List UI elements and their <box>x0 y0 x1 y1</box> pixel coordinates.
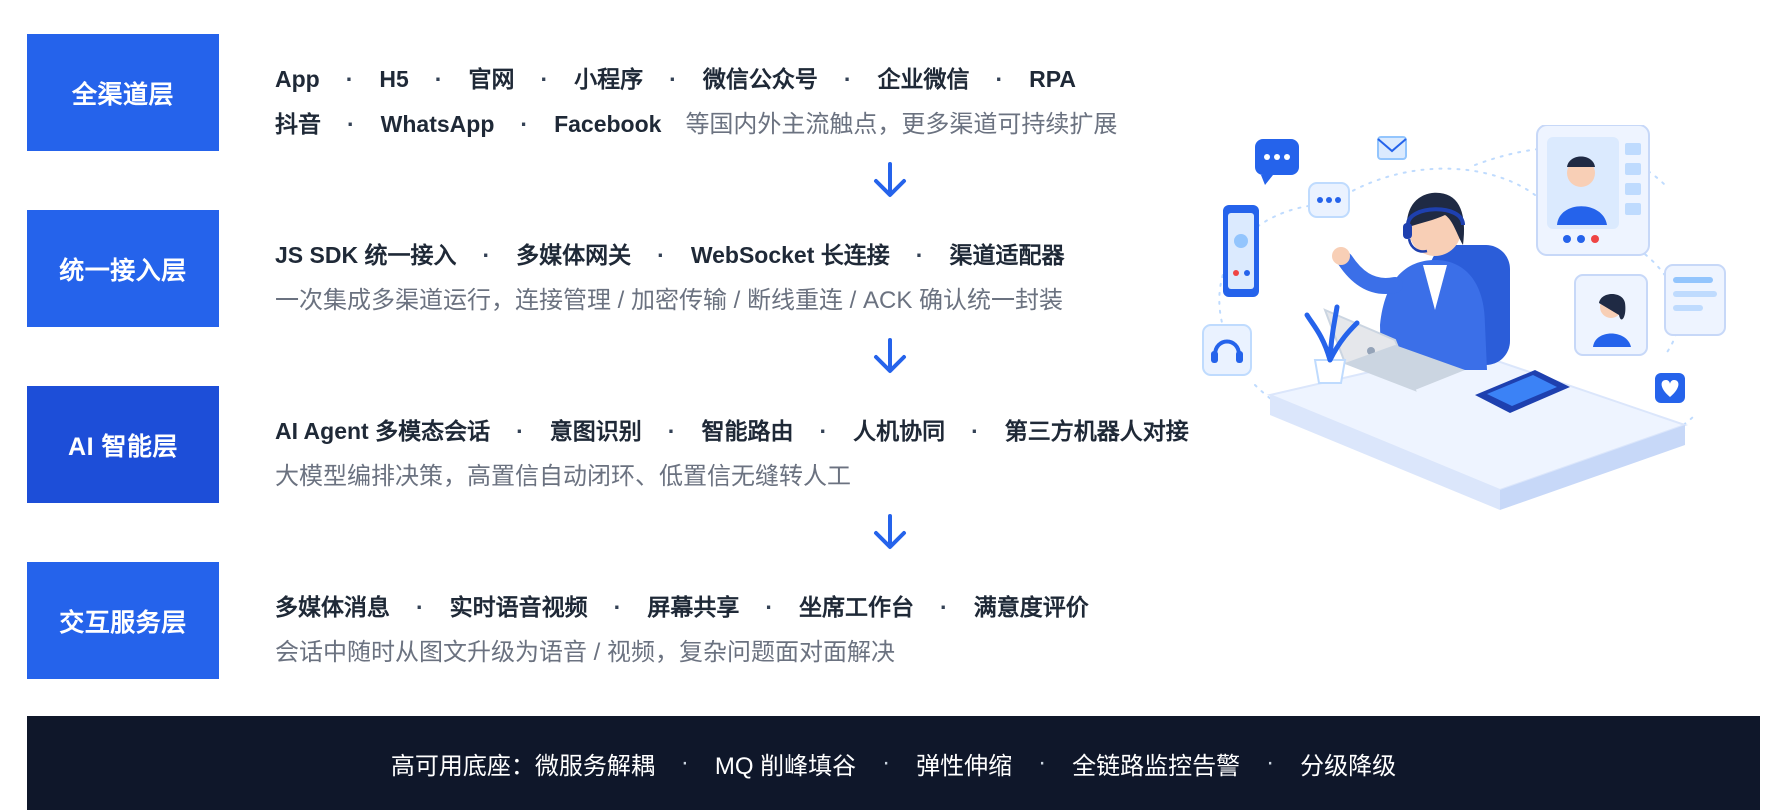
separator-dot: · <box>995 66 1004 92</box>
separator-dot: · <box>971 418 979 444</box>
channel-item: App <box>275 66 320 92</box>
separator-dot: · <box>1038 749 1047 776</box>
feature-item: AI Agent 多模态会话 <box>275 418 491 444</box>
layer-label: AI 智能层 <box>68 432 178 461</box>
feature-item: 坐席工作台 <box>799 594 915 620</box>
layer-label: 全渠道层 <box>71 80 174 109</box>
channel-item: 抖音 <box>275 111 321 137</box>
separator-dot: · <box>416 594 424 620</box>
separator-dot: · <box>882 749 891 776</box>
channel-item: H5 <box>379 66 409 92</box>
layer-tag-ai: AI 智能层 <box>27 386 219 503</box>
feature-item: 实时语音视频 <box>449 594 588 620</box>
layer-label: 交互服务层 <box>59 608 187 637</box>
separator-dot: · <box>347 111 355 137</box>
footer-item: 全链路监控告警 <box>1072 752 1241 780</box>
channel-item: 微信公众号 <box>702 66 818 92</box>
separator-dot: · <box>680 749 689 776</box>
customer-service-agent-illustration <box>1202 125 1726 510</box>
channel-item: Facebook <box>554 111 662 137</box>
layer-access-line2: 一次集成多渠道运行，连接管理 / 加密传输 / 断线重连 / ACK 确认统一封… <box>275 280 1063 315</box>
layer-ai-line2: 大模型编排决策，高置信自动闭环、低置信无缝转人工 <box>275 456 851 491</box>
footer-item: MQ 削峰填谷 <box>714 752 857 780</box>
separator-dot: · <box>613 594 622 620</box>
separator-dot: · <box>516 418 524 444</box>
separator-dot: · <box>1266 749 1275 776</box>
layer-label: 统一接入层 <box>59 256 187 285</box>
layer-access-line1: JS SDK 统一接入 · 多媒体网关 · WebSocket 长连接 · 渠道… <box>275 236 1064 270</box>
feature-item: 满意度评价 <box>973 594 1089 620</box>
feature-item: 人机协同 <box>853 418 946 444</box>
arrow-down-icon <box>874 338 906 373</box>
feature-item: 多媒体网关 <box>516 242 632 268</box>
separator-dot: · <box>667 418 676 444</box>
separator-dot: · <box>669 66 677 92</box>
separator-dot: · <box>540 66 549 92</box>
separator-dot: · <box>915 242 924 268</box>
separator-dot: · <box>520 111 529 137</box>
footer-foundation-bar: 高可用底座：微服务解耦 · MQ 削峰填谷 · 弹性伸缩 · 全链路监控告警 ·… <box>27 716 1760 810</box>
separator-dot: · <box>819 418 828 444</box>
channel-item: 官网 <box>468 66 515 92</box>
layer-description: 大模型编排决策，高置信自动闭环、低置信无缝转人工 <box>275 463 851 490</box>
feature-item: JS SDK 统一接入 <box>275 242 457 268</box>
layer-service-line1: 多媒体消息 · 实时语音视频 · 屏幕共享 · 坐席工作台 · 满意度评价 <box>275 588 1089 622</box>
layer-tag-unified-access: 统一接入层 <box>27 210 219 327</box>
separator-dot: · <box>843 66 852 92</box>
layer-omnichannel-line1: App · H5 · 官网 · 小程序 · 微信公众号 · 企业微信 · RPA <box>275 60 1076 94</box>
feature-item: 智能路由 <box>701 418 794 444</box>
footer-item: 弹性伸缩 <box>916 752 1013 780</box>
layer-omnichannel-line2: 抖音 · WhatsApp · Facebook 等国内外主流触点，更多渠道可持… <box>275 104 1117 139</box>
footer-item: 分级降级 <box>1300 752 1397 780</box>
channel-item: 小程序 <box>574 66 644 92</box>
separator-dot: · <box>434 66 443 92</box>
layer-tag-interactive-service: 交互服务层 <box>27 562 219 679</box>
channel-item: WhatsApp <box>380 111 495 137</box>
channel-item: RPA <box>1029 66 1077 92</box>
feature-item: 意图识别 <box>549 418 642 444</box>
layer-description: 一次集成多渠道运行，连接管理 / 加密传输 / 断线重连 / ACK 确认统一封… <box>275 287 1064 314</box>
footer-item: 高可用底座：微服务解耦 <box>390 752 655 780</box>
separator-dot: · <box>765 594 774 620</box>
layer-tag-omnichannel: 全渠道层 <box>27 34 219 151</box>
layer-service-line2: 会话中随时从图文升级为语音 / 视频，复杂问题面对面解决 <box>275 632 895 667</box>
feature-item: 第三方机器人对接 <box>1004 418 1189 444</box>
layer-description: 会话中随时从图文升级为语音 / 视频，复杂问题面对面解决 <box>275 639 896 666</box>
separator-dot: · <box>345 66 354 92</box>
layer-ai-line1: AI Agent 多模态会话 · 意图识别 · 智能路由 · 人机协同 · 第三… <box>275 412 1189 446</box>
arrow-down-icon <box>874 514 906 549</box>
separator-dot: · <box>482 242 491 268</box>
arrow-down-icon <box>874 162 906 197</box>
feature-item: 渠道适配器 <box>949 242 1065 268</box>
feature-item: 多媒体消息 <box>275 594 390 620</box>
separator-dot: · <box>657 242 665 268</box>
feature-item: WebSocket 长连接 <box>690 242 890 268</box>
feature-item: 屏幕共享 <box>647 594 740 620</box>
layer-description: 等国内外主流触点，更多渠道可持续扩展 <box>685 111 1118 138</box>
separator-dot: · <box>940 594 948 620</box>
channel-item: 企业微信 <box>877 66 970 92</box>
